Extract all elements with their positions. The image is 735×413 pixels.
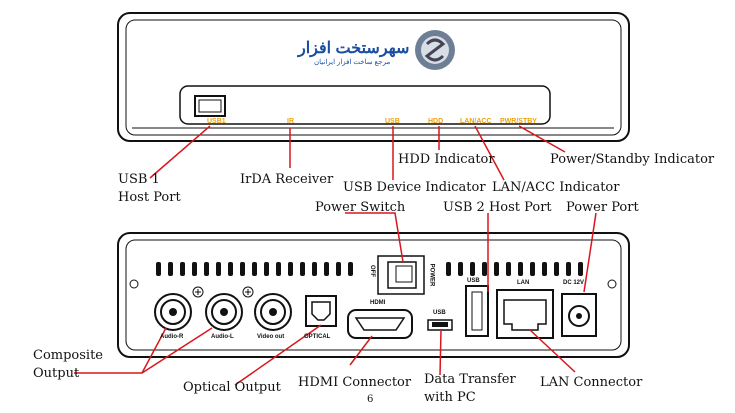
- callout-data-line2: with PC: [424, 390, 476, 405]
- callout-power-switch: Power Switch: [315, 200, 406, 215]
- front-panel: [117, 12, 630, 142]
- power-switch: [377, 255, 425, 295]
- callout-hdd: HDD Indicator: [398, 152, 495, 167]
- label-usb: USB: [467, 278, 480, 284]
- callout-usb2: USB 2 Host Port: [443, 200, 552, 215]
- callout-leaders: [74, 125, 597, 386]
- rca-jack-video-out: [254, 293, 292, 331]
- page-number: 6: [367, 394, 374, 405]
- callout-power-standby: Power/Standby Indicator: [550, 152, 715, 167]
- dc-power-port: [561, 293, 597, 337]
- vent-slots-left: [156, 262, 353, 276]
- label-audio-l: Audio-L: [211, 334, 234, 340]
- callout-lan-acc: LAN/ACC Indicator: [492, 180, 620, 195]
- callout-composite-line1: Composite: [33, 348, 103, 363]
- vent-slots-right: [446, 262, 583, 276]
- label-hdmi: HDMI: [370, 300, 386, 306]
- lan-port: [496, 289, 554, 339]
- label-power: POWER: [428, 263, 435, 287]
- label-optical: OPTICAL: [304, 334, 331, 340]
- rca-jack-audio-l: [205, 293, 243, 331]
- label-lan: LAN: [517, 280, 530, 286]
- indicator-lan-acc: LAN/ACC: [460, 118, 492, 125]
- indicator-ir: IR: [287, 118, 294, 125]
- logo-name: سهرستخت افزار: [298, 40, 410, 57]
- logo-mark: [415, 30, 455, 70]
- callout-optical: Optical Output: [183, 380, 281, 395]
- indicator-usb1: USB1: [207, 118, 226, 125]
- indicator-pwr-stby: PWR/STBY: [500, 118, 537, 125]
- callout-usb1-line1: USB 1: [118, 172, 160, 187]
- callout-irda: IrDA Receiver: [240, 172, 334, 187]
- rear-panel: [117, 232, 630, 358]
- callout-composite-line2: Output: [33, 366, 80, 381]
- label-off: OFF: [369, 265, 375, 277]
- optical-port: [305, 295, 337, 327]
- callout-usb-device: USB Device Indicator: [343, 180, 486, 195]
- callout-hdmi: HDMI Connector: [298, 375, 412, 390]
- logo-tagline: مرجع ساخت افزار ایرانیان: [314, 59, 391, 66]
- label-video-out: Video out: [257, 334, 285, 340]
- screw-icon: [192, 286, 254, 298]
- callout-lan: LAN Connector: [540, 375, 643, 390]
- indicator-usb: USB: [385, 118, 400, 125]
- label-audio-r: Audio-R: [160, 334, 184, 340]
- rca-jack-audio-r: [154, 293, 192, 331]
- usb-a-port: [465, 285, 489, 337]
- indicator-hdd: HDD: [428, 118, 444, 125]
- callout-usb1-line2: Host Port: [118, 190, 181, 205]
- mini-usb-port: [427, 319, 453, 331]
- callout-data-line1: Data Transfer: [424, 372, 516, 387]
- label-usb-mini: USB: [433, 310, 446, 316]
- hdmi-port: [347, 309, 413, 339]
- callout-power-port: Power Port: [566, 200, 639, 215]
- label-dc: DC 12V: [563, 280, 585, 286]
